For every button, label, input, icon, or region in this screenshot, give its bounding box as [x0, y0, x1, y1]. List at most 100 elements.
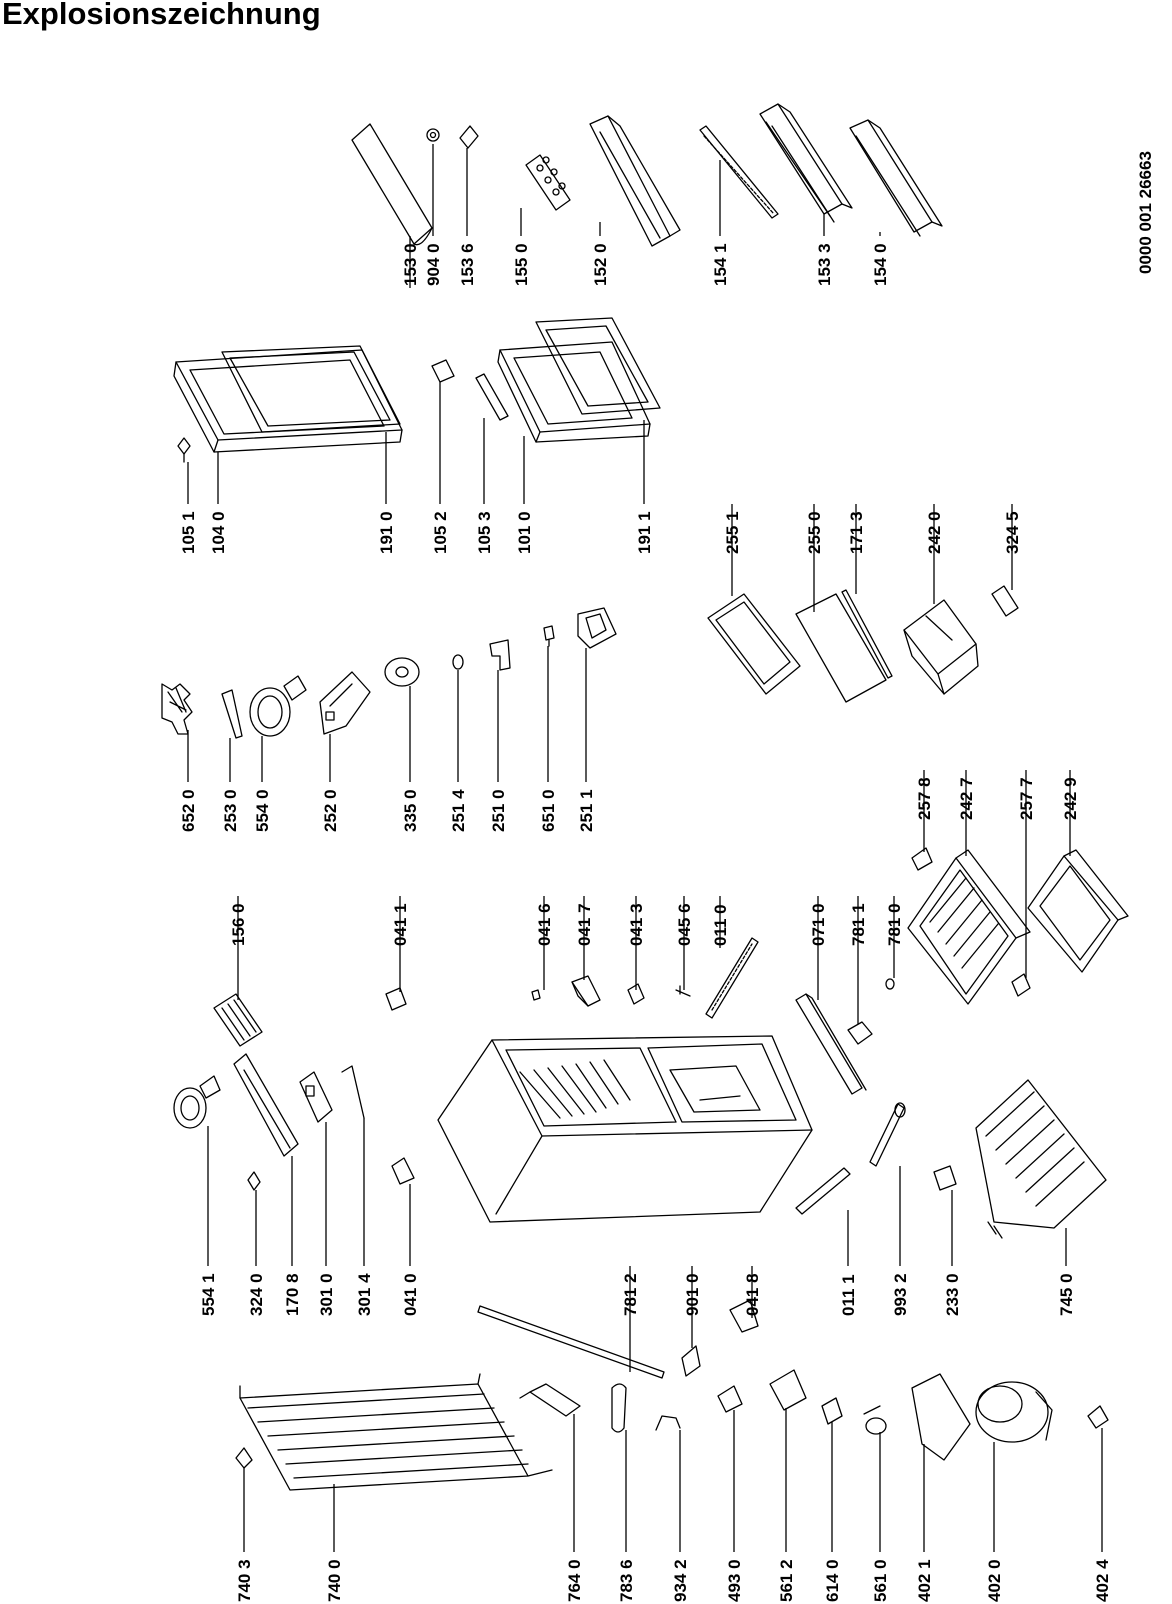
part-label-2530: 253 0 — [221, 789, 240, 832]
ice-tray-1560 — [213, 993, 263, 1047]
tube-7836 — [611, 1383, 627, 1433]
egg-tray-1550 — [525, 154, 571, 211]
clamp-4930 — [717, 1385, 743, 1413]
compressor-4020 — [975, 1381, 1053, 1443]
part-label-1051: 105 1 — [179, 511, 198, 554]
light-housing-2511 — [577, 607, 617, 649]
page-title: Explosionszeichnung — [2, 0, 321, 31]
latch-2578 — [911, 847, 933, 871]
part-label-4930: 493 0 — [725, 1559, 744, 1602]
capillary-3014 — [341, 1065, 365, 1119]
spring-9040 — [426, 128, 440, 142]
part-label-7836: 783 6 — [617, 1559, 636, 1602]
evaporator-cover-1708 — [233, 1053, 299, 1157]
door-shelf-1540 — [849, 119, 943, 237]
door-1010 — [497, 341, 651, 443]
glass-shelf-2550 — [795, 593, 887, 703]
part-label-5612: 561 2 — [777, 1559, 796, 1602]
part-label-2330: 233 0 — [943, 1273, 962, 1316]
door-shelf-1520 — [589, 115, 681, 247]
part-label-1052: 105 2 — [431, 511, 450, 554]
bracket-0418 — [729, 1299, 759, 1333]
wiring-harness-6520 — [161, 683, 193, 735]
clip-1536 — [459, 125, 479, 149]
shelf-rail-1541 — [699, 125, 779, 219]
light-cover-0710 — [795, 993, 867, 1095]
part-label-6140: 614 0 — [823, 1559, 842, 1602]
clip-7403 — [235, 1447, 253, 1469]
part-label-1540: 154 0 — [871, 243, 890, 286]
part-label-4021: 402 1 — [915, 1559, 934, 1602]
grommet-4024 — [1087, 1405, 1109, 1429]
part-label-9932: 993 2 — [891, 1273, 910, 1316]
shelf-trim-1713 — [841, 589, 893, 679]
part-label-7450: 745 0 — [1057, 1273, 1076, 1316]
starter-5610 — [863, 1405, 887, 1435]
part-label-6520: 652 0 — [179, 789, 198, 832]
part-label-2511: 251 1 — [577, 789, 596, 832]
part-label-3350: 335 0 — [401, 789, 420, 832]
part-label-1040: 104 0 — [209, 511, 228, 554]
freezer-drawer-2427 — [907, 849, 1031, 1005]
hinge-1052 — [431, 359, 455, 383]
part-label-1053: 105 3 — [475, 511, 494, 554]
lever-2530 — [221, 689, 243, 739]
part-label-1520: 152 0 — [591, 243, 610, 286]
rail-0111 — [795, 1167, 851, 1215]
part-label-7403: 740 3 — [235, 1559, 254, 1602]
glass-shelf-frame-2551 — [707, 593, 801, 695]
part-label-5540: 554 0 — [253, 789, 272, 832]
part-label-1708: 170 8 — [283, 1273, 302, 1316]
part-label-2514: 251 4 — [449, 789, 468, 832]
part-label-2510: 251 0 — [489, 789, 508, 832]
part-label-1541: 154 1 — [711, 243, 730, 286]
thermostat-housing-2520 — [319, 671, 371, 735]
part-label-7640: 764 0 — [565, 1559, 584, 1602]
part-label-9040: 904 0 — [424, 243, 443, 286]
knob-3350 — [384, 657, 420, 687]
latch-2577 — [1011, 973, 1031, 997]
part-label-5541: 554 1 — [199, 1273, 218, 1316]
lamp-holder-5541 — [173, 1075, 221, 1129]
base-plate-4021 — [911, 1373, 971, 1461]
part-label-3010: 301 0 — [317, 1273, 336, 1316]
door-1040 — [173, 349, 403, 453]
part-label-1010: 101 0 — [515, 511, 534, 554]
lamp-6510 — [543, 625, 555, 647]
drain-tube-7812 — [477, 1305, 665, 1379]
plug-7810 — [885, 978, 895, 990]
bracket-0411 — [385, 987, 407, 1011]
part-label-4020: 402 0 — [985, 1559, 1004, 1602]
part-label-0111: 011 1 — [839, 1274, 858, 1316]
rail-0110 — [705, 937, 759, 1019]
door-shelf-1533 — [759, 103, 853, 223]
part-label-9342: 934 2 — [671, 1559, 690, 1602]
pin-0416 — [531, 989, 541, 1001]
part-label-1911: 191 1 — [635, 511, 654, 554]
wire-9342 — [655, 1415, 681, 1431]
cover-2510 — [489, 639, 511, 671]
thermostat-3010 — [299, 1071, 333, 1123]
bushing-2514 — [452, 654, 464, 670]
part-label-2520: 252 0 — [321, 789, 340, 832]
overload-6140 — [821, 1397, 843, 1425]
part-label-1910: 191 0 — [377, 511, 396, 554]
part-label-5610: 561 0 — [871, 1559, 890, 1602]
clip-9010 — [681, 1345, 701, 1377]
door-gasket-1911 — [535, 317, 661, 415]
relay-5612 — [769, 1369, 807, 1411]
bracket-0410 — [391, 1157, 415, 1185]
part-label-1533: 153 3 — [815, 243, 834, 286]
cabinet-body — [437, 1035, 813, 1223]
part-label-7400: 740 0 — [325, 1559, 344, 1602]
lamp-holder-5540 — [249, 675, 307, 737]
hinge-0413 — [627, 983, 645, 1005]
part-label-6510: 651 0 — [539, 789, 558, 832]
part-label-1550: 155 0 — [512, 243, 531, 286]
freezer-drawer-2429 — [1027, 849, 1129, 973]
clip-3245 — [991, 585, 1019, 617]
heater-9932 — [869, 1102, 906, 1167]
part-label-0410: 041 0 — [401, 1273, 420, 1316]
